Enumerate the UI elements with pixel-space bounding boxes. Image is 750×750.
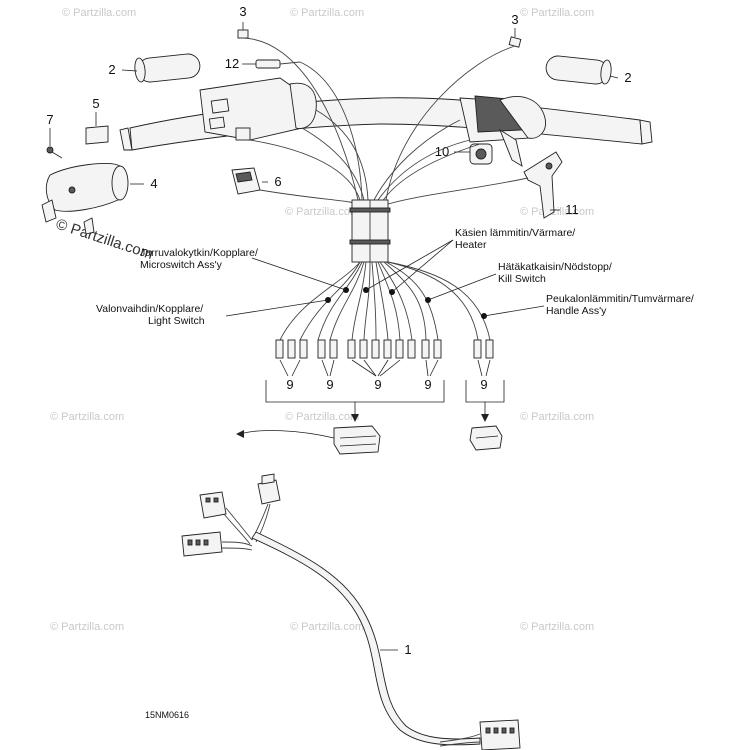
label-brake-line1: Jarruvalokytkin/Kopplare/ [140,247,258,259]
housing-4: 4 [41,162,158,235]
watermark: © Partzilla.com [285,411,359,423]
label-kill-switch: Hätäkatkaisin/Nödstopp/ Kill Switch [427,261,612,301]
terminals [275,339,494,359]
watermark: © Partzilla.com [50,411,124,423]
throttle-lever-11: 11 [523,151,579,219]
left-switch-housing [199,77,317,141]
label-light-switch: Valonvaihdin/Kopplare/ Light Switch [96,299,329,327]
label-kill-line2: Kill Switch [498,273,546,285]
screw-7: 7 [46,112,63,159]
callout-2: 2 [108,62,115,77]
grip-right: 2 [545,55,632,85]
callout-6: 6 [274,174,281,189]
callout-3: 3 [511,12,518,27]
connector-main [236,425,381,455]
callout-12: 12 [225,56,239,71]
wire-fanout [279,261,491,341]
right-throttle-housing [459,95,546,167]
callout-9: 9 [286,377,293,392]
kill-switch-10: 10 [435,143,493,165]
harness-1: 1 [181,473,521,750]
callout-5: 5 [92,96,99,111]
pin-left: 3 [237,4,249,39]
wire-bundle-upper [242,37,529,207]
label-light-line2: Light Switch [148,315,205,327]
callout-9-lines: 9 9 9 9 9 [279,359,491,392]
callout-4: 4 [150,176,157,191]
watermark: © Partzilla.com [290,7,364,19]
watermark: © Partzilla.com [50,621,124,633]
callout-9: 9 [480,377,487,392]
diagram-code: 15NM0616 [145,710,189,720]
callout-9: 9 [374,377,381,392]
switch-6: 6 [231,167,282,195]
handlebar [119,97,653,151]
label-heater-line1: Käsien lämmitin/Värmare/ [455,227,575,239]
watermark: © Partzilla.com [520,7,594,19]
label-kill-line1: Hätäkatkaisin/Nödstopp/ [498,261,612,273]
label-heater-line2: Heater [455,239,487,251]
label-thumb-line1: Peukalonlämmitin/Tumvärmare/ [546,293,694,305]
callout-3: 3 [239,4,246,19]
callout-1: 1 [404,642,411,657]
watermark: © Partzilla.com [520,621,594,633]
label-light-line1: Valonvaihdin/Kopplare/ [96,303,203,315]
callout-9: 9 [326,377,333,392]
pad-5: 5 [85,96,109,145]
connector-brackets [265,380,505,422]
label-brake-line2: Microswitch Ass'y [140,259,223,271]
callout-11: 11 [565,202,579,217]
callout-7: 7 [46,112,53,127]
callout-9: 9 [424,377,431,392]
watermark: © Partzilla.com [520,411,594,423]
watermark: © Partzilla.com [290,621,364,633]
connector-small [469,425,503,451]
label-handle-assy: Peukalonlämmitin/Tumvärmare/ Handle Ass'… [483,293,694,317]
label-thumb-line2: Handle Ass'y [546,305,607,317]
watermark: © Partzilla.com [62,7,136,19]
callout-2: 2 [624,70,631,85]
sensor-12: 12 [225,56,301,71]
watermark: © Partzilla.com [285,206,359,218]
grip-left: 2 [108,53,201,83]
wire-loom [349,199,391,263]
label-heater: Käsien lämmitin/Värmare/ Heater [365,227,575,293]
watermark: © Partzilla.com [520,206,594,218]
label-brake: Jarruvalokytkin/Kopplare/ Microswitch As… [140,247,347,291]
